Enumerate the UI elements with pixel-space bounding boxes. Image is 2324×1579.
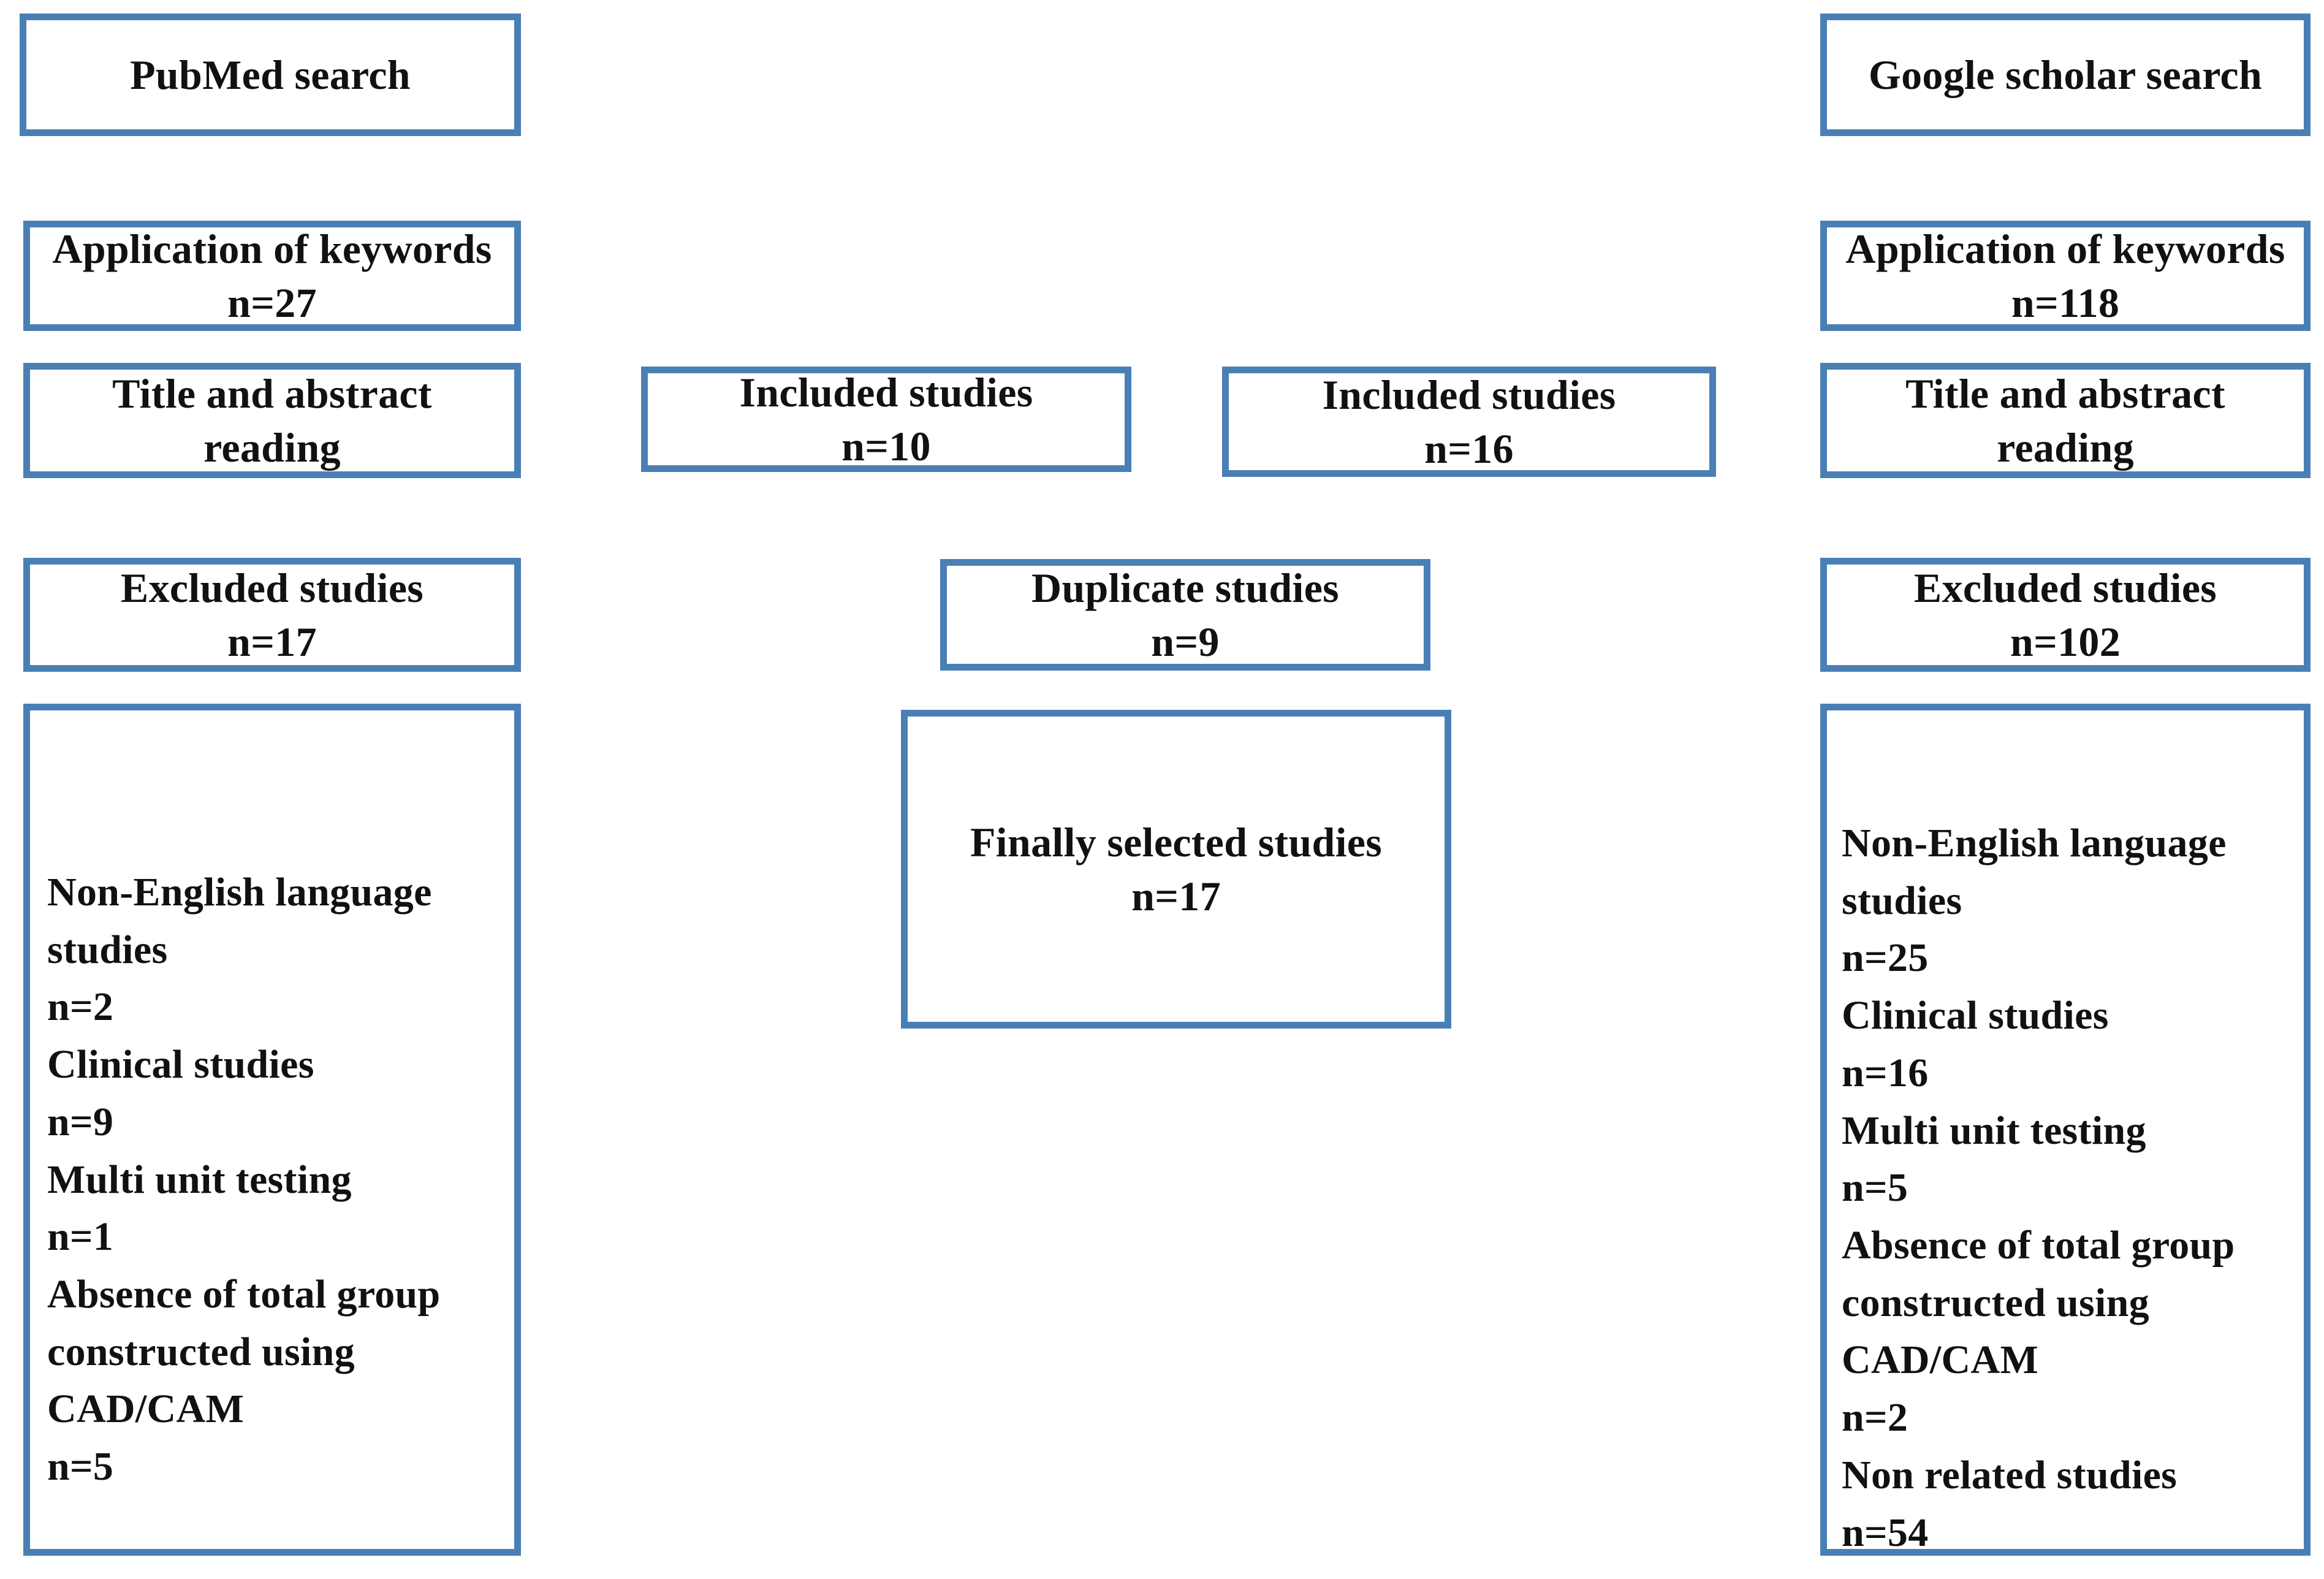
node-google-exclusion-reasons[interactable]: Non-English language studies n=25 Clinic… (1820, 704, 2311, 1556)
node-google-application-of-keywords[interactable]: Application of keywords n=118 (1820, 221, 2311, 331)
node-included-studies-google-label: Included studies n=16 (1322, 371, 1616, 472)
node-google-excluded-studies[interactable]: Excluded studies n=102 (1820, 558, 2311, 672)
node-google-exclusion-reasons-label: Non-English language studies n=25 Clinic… (1842, 821, 2235, 1555)
node-pubmed-exclusion-reasons[interactable]: Non-English language studies n=2 Clinica… (23, 704, 521, 1556)
node-google-scholar-search-label: Google scholar search (1868, 51, 2263, 98)
node-pubmed-application-of-keywords[interactable]: Application of keywords n=27 (23, 221, 521, 331)
node-finally-selected-studies-label: Finally selected studies n=17 (970, 818, 1383, 919)
node-google-application-of-keywords-label: Application of keywords n=118 (1845, 225, 2285, 326)
node-google-title-and-abstract-reading-label: Title and abstract reading (1905, 370, 2225, 471)
node-duplicate-studies[interactable]: Duplicate studies n=9 (940, 559, 1430, 671)
node-pubmed-title-and-abstract-reading[interactable]: Title and abstract reading (23, 363, 521, 478)
node-pubmed-search-label: PubMed search (130, 51, 411, 98)
node-google-excluded-studies-label: Excluded studies n=102 (1913, 564, 2217, 665)
node-finally-selected-studies[interactable]: Finally selected studies n=17 (901, 710, 1451, 1029)
node-included-studies-pubmed-label: Included studies n=10 (739, 368, 1033, 470)
node-google-title-and-abstract-reading[interactable]: Title and abstract reading (1820, 363, 2311, 478)
node-duplicate-studies-label: Duplicate studies n=9 (1031, 564, 1339, 665)
node-pubmed-search[interactable]: PubMed search (20, 13, 521, 136)
node-included-studies-google[interactable]: Included studies n=16 (1222, 367, 1716, 477)
node-pubmed-excluded-studies[interactable]: Excluded studies n=17 (23, 558, 521, 672)
node-google-scholar-search[interactable]: Google scholar search (1820, 13, 2311, 136)
node-pubmed-exclusion-reasons-label: Non-English language studies n=2 Clinica… (47, 870, 441, 1490)
node-pubmed-application-of-keywords-label: Application of keywords n=27 (52, 225, 492, 326)
node-pubmed-title-and-abstract-reading-label: Title and abstract reading (112, 370, 432, 471)
node-included-studies-pubmed[interactable]: Included studies n=10 (641, 367, 1131, 472)
node-pubmed-excluded-studies-label: Excluded studies n=17 (120, 564, 424, 665)
